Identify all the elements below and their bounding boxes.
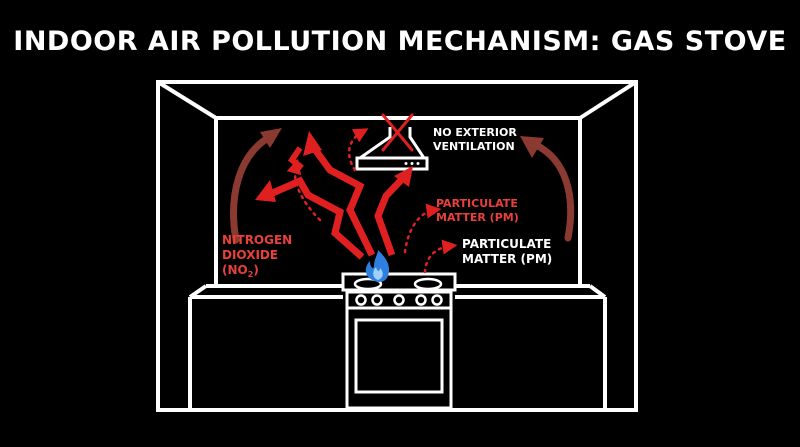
pm-upper-line1: PARTICULATE — [436, 197, 518, 210]
no2-line2: DIOXIDE — [222, 248, 278, 262]
vent-label-line1: NO EXTERIOR — [433, 126, 517, 139]
nitrogen-dioxide-arrows — [266, 145, 408, 260]
no2-formula-close: ) — [253, 263, 258, 277]
gas-stove — [341, 272, 457, 410]
pm-lower-line1: PARTICULATE — [462, 237, 551, 251]
circulation-arrow-left — [230, 134, 272, 244]
particulate-dotted-arrows — [286, 128, 458, 274]
page-title: INDOOR AIR POLLUTION MECHANISM: GAS STOV… — [13, 26, 787, 57]
stove-knobs — [355, 294, 443, 306]
no2-line1: NITROGEN — [222, 233, 292, 247]
no2-arrow-left — [266, 176, 365, 260]
pm-lower-line2: MATTER (PM) — [462, 252, 552, 266]
flame-icon — [365, 250, 390, 282]
label-particulate-matter-upper: PARTICULATE MATTER (PM) — [436, 197, 519, 224]
room-outline — [156, 80, 638, 412]
no2-arrowhead-left — [255, 180, 276, 202]
no2-arrow-right — [374, 173, 408, 257]
circulation-arrows — [230, 134, 575, 244]
no2-arrowhead-center — [303, 131, 322, 156]
circulation-arrowheads — [260, 128, 544, 158]
label-particulate-matter-lower: PARTICULATE MATTER (PM) — [462, 237, 552, 266]
range-hood-icon — [355, 127, 429, 171]
vent-label-line2: VENTILATION — [433, 140, 515, 153]
no2-formula-subscript: 2 — [248, 270, 254, 279]
pm-upper-line2: MATTER (PM) — [436, 211, 519, 224]
kitchen-counter — [188, 284, 607, 410]
no2-arrow-tail — [287, 146, 304, 171]
no2-arrowhead-right — [394, 166, 413, 187]
label-no-exterior-ventilation: NO EXTERIOR VENTILATION — [433, 126, 517, 153]
nitrogen-dioxide-arrowheads — [255, 131, 413, 202]
label-nitrogen-dioxide: NITROGEN DIOXIDE (NO2) — [222, 233, 292, 279]
no2-arrow-center — [311, 145, 376, 257]
circulation-arrow-right — [532, 141, 575, 242]
no2-formula-main: (NO — [222, 263, 248, 277]
no2-formula: (NO2) — [222, 263, 259, 279]
cross-x-icon — [381, 113, 414, 152]
